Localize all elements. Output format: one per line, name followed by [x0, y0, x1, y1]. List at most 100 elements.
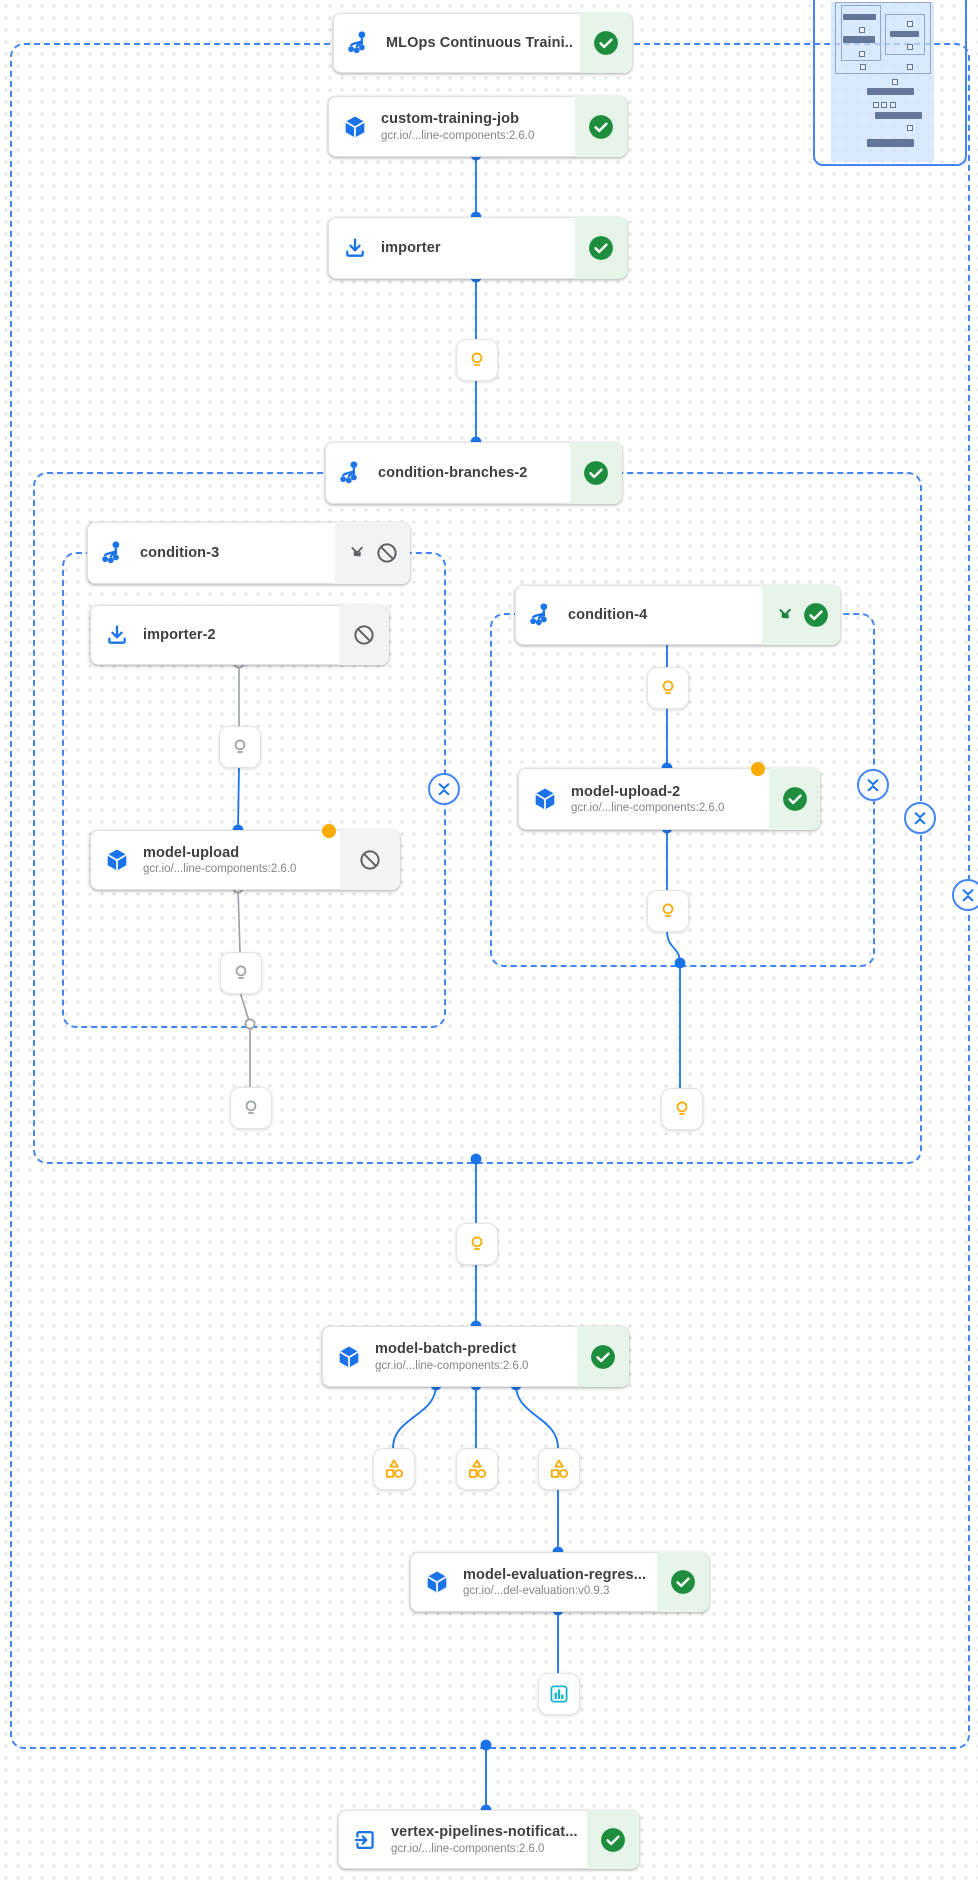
node-condition-4[interactable]: condition-4: [515, 585, 840, 645]
collapse-group-button[interactable]: [857, 769, 889, 801]
artifact-art-cond4-in[interactable]: [647, 667, 689, 709]
skipped-icon: [354, 625, 374, 645]
edge-connector-dot: [480, 1739, 492, 1751]
collapse-group-button[interactable]: [952, 879, 978, 911]
node-title: condition-4: [568, 607, 648, 623]
minimap-node: [843, 14, 876, 20]
collapse-group-button[interactable]: [904, 802, 936, 834]
artifact-art-metrics-1[interactable]: [373, 1448, 415, 1490]
metrics-shapes-icon: [468, 1459, 487, 1478]
skipped-icon: [360, 850, 380, 870]
artifact-art-model-upload-2-out[interactable]: [647, 890, 689, 932]
component-cube-icon: [427, 1571, 447, 1593]
success-check-icon: [591, 1344, 615, 1369]
node-title: model-upload: [143, 844, 240, 861]
lightbulb-icon: [235, 965, 247, 979]
output-parameter-badge: [322, 824, 336, 838]
node-title: model-upload-2: [571, 783, 681, 800]
component-cube-icon: [107, 849, 127, 871]
success-check-icon: [589, 236, 613, 260]
artifact-art-branches-out[interactable]: [456, 1223, 498, 1265]
success-check-icon: [671, 1570, 695, 1594]
collapse-icon: [438, 783, 450, 796]
node-mlops-root[interactable]: MLOps Continuous Traini...: [333, 13, 632, 73]
status-succeeded: [575, 217, 627, 279]
minimap[interactable]: [813, 0, 967, 166]
status-succeeded: [762, 585, 840, 645]
minimap-node: [881, 102, 887, 108]
minimap-node: [890, 31, 919, 37]
node-title: vertex-pipelines-notificat...: [391, 1824, 578, 1841]
minimap-node: [885, 14, 925, 55]
component-cube-icon: [535, 788, 555, 810]
node-subtitle: gcr.io/...line-components:2.6.0: [391, 1842, 545, 1855]
node-model-upload-2[interactable]: model-upload-2 gcr.io/...line-components:…: [518, 762, 820, 830]
status-succeeded: [580, 13, 632, 73]
lightbulb-icon: [471, 1236, 483, 1250]
artifact-art-cond3-out[interactable]: [230, 1087, 272, 1129]
importer-download-icon: [108, 625, 126, 644]
success-check-icon: [803, 603, 828, 627]
edge-connector-dot-hollow: [244, 1018, 256, 1030]
edge-model-batch-predict-to-art-metrics-3: [515, 1384, 559, 1449]
minimap-node: [890, 102, 896, 108]
minimap-node: [867, 88, 914, 95]
output-parameter-badge: [751, 762, 765, 776]
minimap-node: [875, 112, 922, 119]
edge-model-upload-to-art-model-upload-out: [237, 887, 241, 953]
lightbulb-icon: [662, 903, 674, 917]
exit-icon: [354, 1830, 374, 1849]
artifact-art-eval-chart[interactable]: [538, 1673, 580, 1715]
node-model-evaluation-regression[interactable]: model-evaluation-regres... gcr.io/...del-…: [410, 1552, 709, 1612]
node-condition-3[interactable]: condition-3: [87, 522, 410, 584]
collapse-group-button[interactable]: [428, 773, 460, 805]
success-check-icon: [584, 461, 608, 485]
edge-art-model-upload-out-to-art-cond3-out: [239, 991, 251, 1087]
minimap-node: [867, 139, 914, 147]
artifact-art-metrics-2[interactable]: [456, 1448, 498, 1490]
collapse-icon: [867, 779, 879, 792]
artifact-art-cond4-out[interactable]: [661, 1088, 703, 1130]
branch-split-icon: [779, 608, 791, 619]
minimap-node: [892, 79, 898, 85]
minimap-node: [859, 51, 865, 57]
node-title: model-batch-predict: [375, 1341, 517, 1358]
status-succeeded: [657, 1552, 709, 1612]
node-title: MLOps Continuous Traini...: [386, 35, 573, 51]
importer-download-icon: [346, 238, 364, 257]
node-importer[interactable]: importer: [328, 217, 627, 279]
minimap-node: [841, 5, 881, 61]
status-skipped: [335, 522, 410, 584]
node-condition-branches-2[interactable]: condition-branches-2: [325, 442, 622, 504]
node-title: model-evaluation-regres...: [463, 1566, 647, 1583]
artifact-art-metrics-3[interactable]: [538, 1448, 580, 1490]
minimap-node: [907, 64, 913, 70]
edge-model-batch-predict-to-art-metrics-1: [392, 1384, 437, 1449]
artifact-art-model-upload-out[interactable]: [220, 952, 262, 994]
skipped-icon: [377, 543, 397, 563]
pipeline-icon: [348, 31, 366, 54]
node-subtitle: gcr.io/...del-evaluation:v0.9.3: [463, 1585, 610, 1598]
node-importer-2[interactable]: importer-2: [90, 605, 389, 665]
pipeline-icon: [102, 541, 120, 564]
node-title: importer-2: [143, 627, 216, 643]
collapse-icon: [962, 889, 974, 902]
status-succeeded: [769, 768, 820, 830]
node-subtitle: gcr.io/...line-components:2.6.0: [571, 802, 725, 815]
status-succeeded: [570, 442, 622, 504]
node-title: condition-3: [140, 545, 220, 561]
node-vertex-pipelines-notification[interactable]: vertex-pipelines-notificat...gcr.io/...l…: [338, 1810, 639, 1869]
collapse-icon: [914, 812, 926, 825]
component-cube-icon: [345, 115, 365, 138]
pipeline-icon: [340, 461, 358, 484]
component-cube-icon: [339, 1345, 359, 1368]
edge-connector-dot: [470, 1153, 482, 1165]
artifact-art-importer-out[interactable]: [456, 339, 498, 381]
success-check-icon: [601, 1827, 625, 1852]
artifact-art-importer2-out[interactable]: [219, 726, 261, 768]
